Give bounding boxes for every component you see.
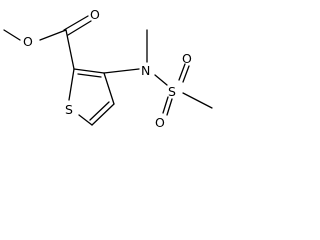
bond-sulfonyl-oxygen-upper-a xyxy=(178,63,186,81)
bond-c2-c3-double xyxy=(73,68,105,74)
atom-label-ester-ether-oxygen: O xyxy=(23,34,33,49)
bond-c3-nitrogen xyxy=(103,68,140,74)
bond-methyl-ether-oxygen xyxy=(3,29,21,41)
bond-c2-s1 xyxy=(68,68,75,101)
atom-label-ester-carbonyl-oxygen: O xyxy=(90,7,100,22)
bond-c4-c5-double-inner xyxy=(89,101,110,121)
bond-sulfonyl-methyl xyxy=(182,92,213,109)
bond-c2-c3-double-inner xyxy=(77,73,102,78)
atom-label-sulfonyl-oxygen-upper: O xyxy=(182,51,192,66)
bond-sulfonyl-oxygen-upper-b xyxy=(182,65,190,83)
bond-c5-s1 xyxy=(78,114,93,126)
bond-sulfonyl-oxygen-lower-a xyxy=(162,96,169,114)
bond-carbonyl-ring-c2 xyxy=(65,29,75,70)
bond-c4-c5-double xyxy=(91,103,115,126)
bond-sulfonyl-oxygen-lower-b xyxy=(166,98,173,116)
bond-carbonyl-double-a xyxy=(63,15,89,31)
bond-carbonyl-double-b xyxy=(67,20,92,36)
bond-c3-c4 xyxy=(103,72,115,105)
bond-ether-oxygen-carbonyl xyxy=(39,29,67,41)
atom-label-amine-nitrogen: N xyxy=(141,63,150,78)
atom-label-sulfonyl-sulfur: S xyxy=(168,84,176,99)
atom-label-sulfonyl-oxygen-lower: O xyxy=(155,115,165,130)
atom-label-ring-sulfur: S xyxy=(65,102,73,117)
bond-nitrogen-sulfonyl xyxy=(154,74,168,86)
chemical-structure: O O S N S O O xyxy=(3,7,213,130)
